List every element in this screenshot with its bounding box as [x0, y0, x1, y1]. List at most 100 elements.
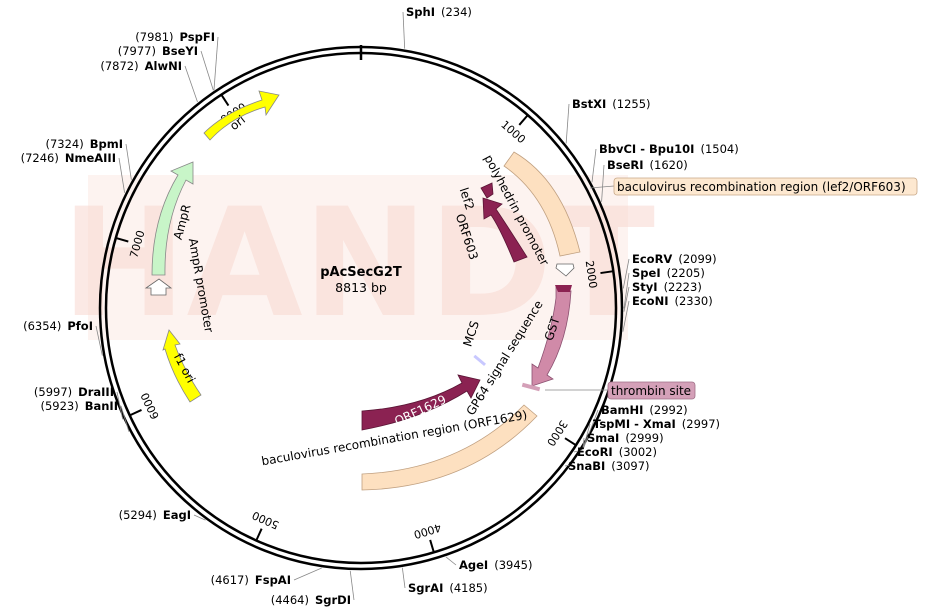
- site-position: (5294): [119, 508, 157, 522]
- site-name: EcoRV: [632, 252, 672, 266]
- thrombin-marker: [521, 382, 541, 392]
- restriction-site-label: (5923)BanII: [40, 399, 118, 413]
- site-leader: [349, 570, 355, 601]
- site-leader: [184, 65, 198, 103]
- restriction-site-label: BbvCI - Bpu10I (1504): [599, 142, 739, 156]
- site-name: AlwNI: [145, 59, 182, 73]
- tick-mark: [255, 528, 263, 541]
- site-position: (4464): [271, 593, 309, 607]
- site-leader: [120, 405, 130, 432]
- site-leader: [623, 286, 630, 312]
- site-position: (2999): [625, 431, 663, 445]
- site-name: TspMI - XmaI: [593, 417, 676, 431]
- restriction-site-label: (5294) EagI: [119, 508, 191, 522]
- site-position: (1504): [700, 142, 738, 156]
- ampr-promoter-arrow: [144, 278, 173, 296]
- site-leader: [564, 464, 573, 467]
- site-position: (3945): [494, 558, 532, 572]
- tick-label: 2000: [583, 260, 600, 290]
- site-position: (1620): [650, 158, 688, 172]
- site-name: BseYI: [162, 44, 198, 58]
- baculo-lef2-callout: baculovirus recombination region (lef2/O…: [589, 177, 918, 196]
- restriction-site-label: (4464)SgrDI: [271, 593, 351, 607]
- site-leader: [445, 556, 457, 566]
- site-position: (4617): [211, 573, 249, 587]
- tick-mark: [115, 237, 129, 243]
- site-name: BamHI: [601, 403, 643, 417]
- orf1629-arrow: [361, 374, 481, 431]
- site-leader: [573, 449, 583, 453]
- site-position: (7981): [135, 30, 173, 44]
- site-name: BbvCI - Bpu10I: [599, 142, 694, 156]
- restriction-site-label: (4617) FspAI: [211, 573, 291, 587]
- plasmid-size: 8813 bp: [335, 280, 387, 295]
- site-position: (7872): [100, 59, 138, 73]
- restriction-site-label: SgrAI (4185): [408, 581, 488, 595]
- site-leader: [95, 325, 103, 356]
- polyhedrin-promoter-arrow: [555, 263, 575, 277]
- site-leader: [583, 409, 599, 449]
- ampr-arrow: [151, 161, 194, 276]
- site-name: FspAI: [255, 573, 291, 587]
- site-leader: [623, 272, 630, 309]
- f1-ori-arrow: [162, 329, 202, 403]
- site-name: StyI: [632, 280, 658, 294]
- orf603-arrow: [482, 197, 528, 263]
- tick-mark: [518, 114, 529, 126]
- site-position: (2223): [664, 280, 702, 294]
- site-name: SpeI: [632, 266, 661, 280]
- baculo-orf1629-region: [361, 404, 538, 491]
- site-position: (2099): [678, 252, 716, 266]
- site-position: (4185): [449, 581, 487, 595]
- site-name: BseRI: [607, 158, 644, 172]
- site-name: DraIII: [78, 385, 114, 399]
- site-name: BstXI: [572, 97, 606, 111]
- site-leader: [125, 143, 132, 180]
- site-position: (2330): [674, 294, 712, 308]
- restriction-site-label: EcoNI (2330): [632, 294, 713, 308]
- site-leader: [401, 567, 406, 589]
- tick-label: 5000: [250, 508, 281, 531]
- site-name: EcoNI: [632, 294, 668, 308]
- gst-signal-marker: [555, 285, 572, 292]
- site-name: BanII: [85, 399, 118, 413]
- tick-label: 4000: [412, 521, 443, 541]
- site-name: EcoRI: [577, 445, 613, 459]
- lef2-label: lef2: [457, 186, 477, 212]
- site-name: SgrAI: [408, 581, 443, 595]
- restriction-site-label: (7981)PspFI: [135, 30, 215, 44]
- tick-mark: [220, 94, 230, 107]
- site-leader: [622, 300, 630, 332]
- site-position: (3002): [619, 445, 657, 459]
- restriction-site-label: EcoRV (2099): [632, 252, 717, 266]
- restriction-site-label: StyI (2223): [632, 280, 702, 294]
- site-leader: [193, 514, 206, 521]
- site-name: BpmI: [90, 137, 123, 151]
- restriction-site-label: SnaBI(3097): [568, 459, 650, 473]
- site-name: EagI: [163, 508, 191, 522]
- mcs-marker: [473, 354, 487, 367]
- restriction-site-label: EcoRI (3002): [577, 445, 657, 459]
- tick-mark: [129, 409, 142, 417]
- thrombin-callout: thrombin site: [545, 381, 696, 400]
- site-position: (7324): [45, 137, 83, 151]
- site-position: (2997): [682, 417, 720, 431]
- site-position: (2205): [667, 266, 705, 280]
- tick-label: 1000: [498, 118, 528, 146]
- restriction-site-label: (5997)DraIII: [34, 385, 114, 399]
- baculo-lef2-region: [503, 151, 581, 257]
- site-position: (6354): [23, 319, 61, 333]
- thrombin-box-label: thrombin site: [611, 384, 691, 398]
- restriction-site-label: (7872) AlwNI: [100, 59, 182, 73]
- tick-mark: [429, 539, 435, 553]
- site-leader: [582, 437, 585, 450]
- restriction-site-label: SphI(234): [406, 5, 472, 19]
- plasmid-name: pAcSecG2T: [320, 265, 402, 280]
- ori-arrow: [203, 90, 280, 141]
- site-name: SphI: [406, 5, 435, 19]
- site-leader: [213, 36, 219, 90]
- restriction-site-label: (7977)BseYI: [118, 44, 198, 58]
- restriction-site-label: BseRI (1620): [607, 158, 688, 172]
- tick-mark: [600, 270, 614, 275]
